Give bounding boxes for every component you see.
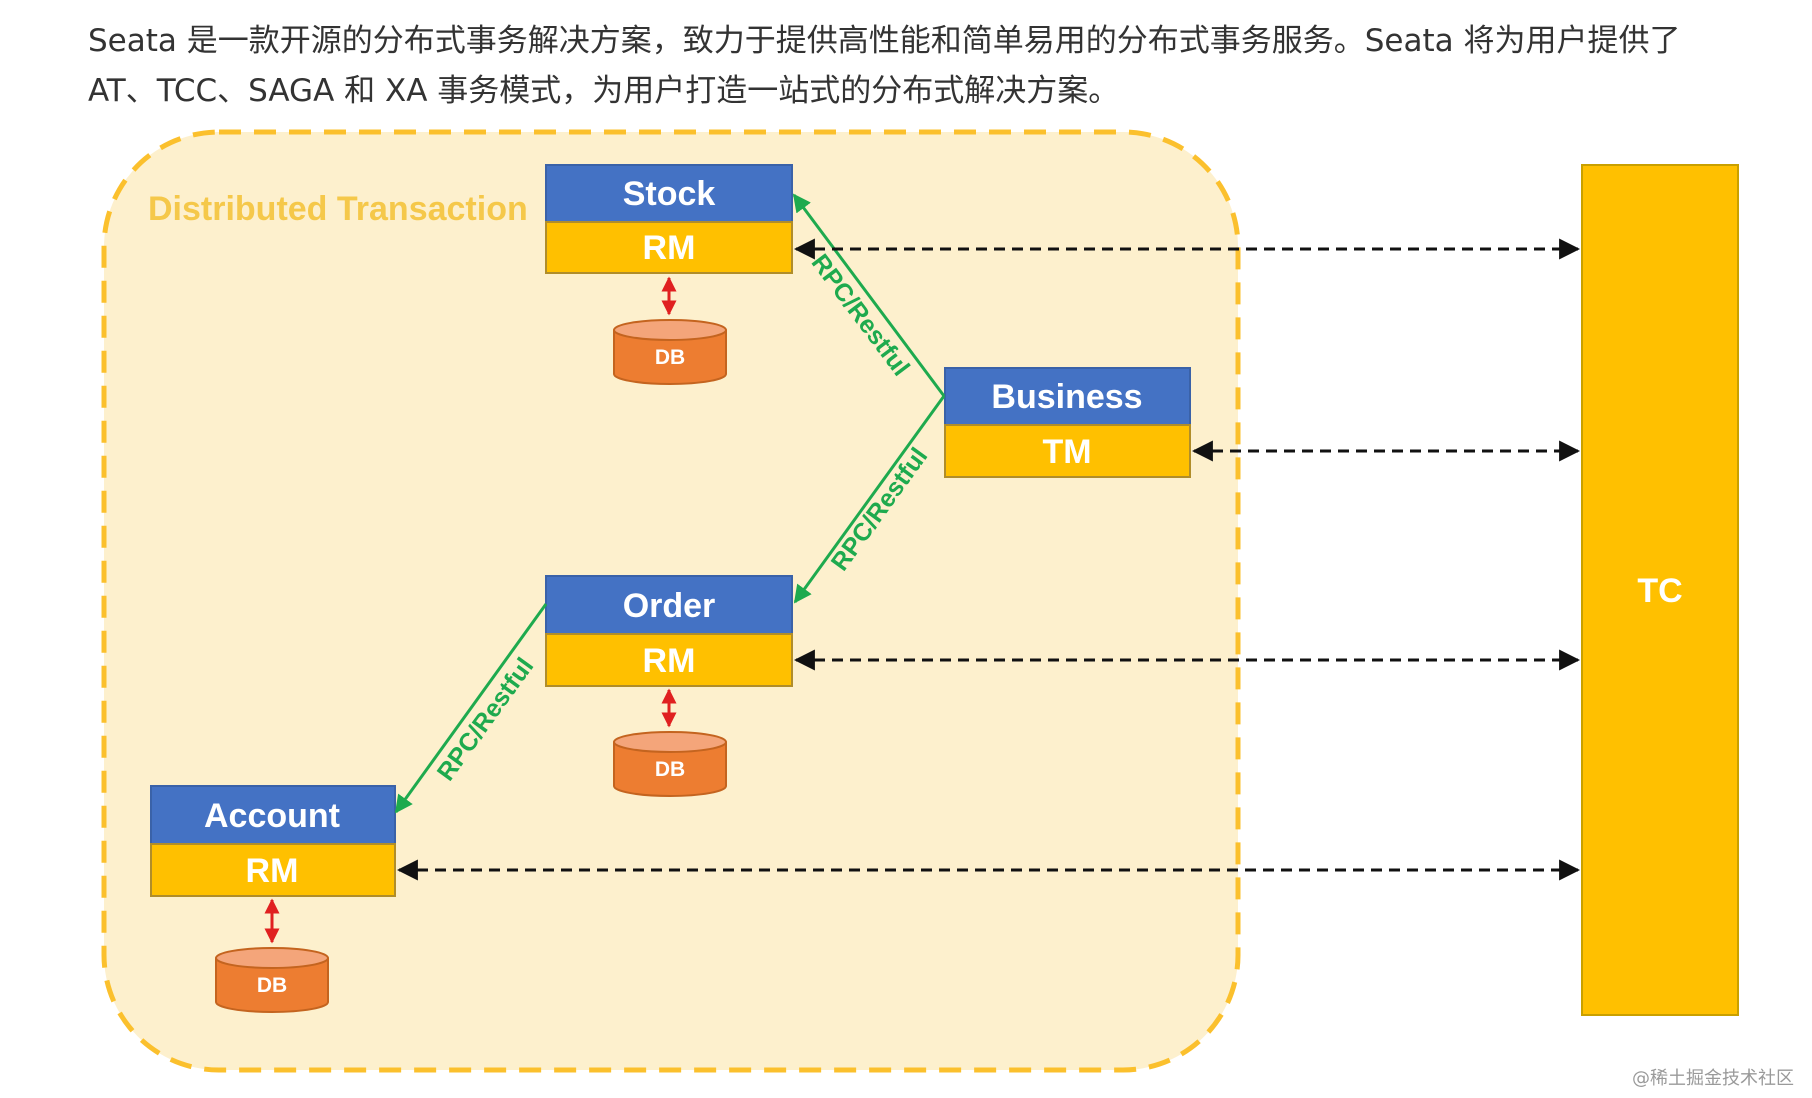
business-service: Business TM — [944, 367, 1191, 478]
stock-role: RM — [643, 229, 696, 267]
business-to-stock-arrow — [792, 193, 946, 397]
account-db-label: DB — [257, 974, 287, 997]
order-role: RM — [643, 642, 696, 680]
business-title: Business — [991, 378, 1142, 416]
account-role: RM — [246, 852, 299, 890]
order-rm — [545, 633, 793, 687]
account-service: Account RM — [150, 785, 396, 897]
stock-db: DB — [613, 319, 727, 385]
business-to-order-arrow — [793, 395, 946, 604]
order-service: Order RM — [545, 575, 793, 687]
account-db: DB — [215, 947, 329, 1013]
account-rm — [150, 843, 396, 897]
order-to-account-arrow — [394, 603, 548, 814]
account-title: Account — [204, 797, 340, 835]
tc-label: TC — [1637, 572, 1682, 610]
region-title: Distributed Transaction — [148, 190, 528, 228]
stock-title: Stock — [623, 175, 716, 213]
business-tm — [944, 424, 1191, 478]
intro-line-2: AT、TCC、SAGA 和 XA 事务模式，为用户打造一站式的分布式解决方案。 — [88, 73, 1120, 109]
watermark: @稀土掘金技术社区 — [1632, 1068, 1794, 1089]
order-title: Order — [623, 587, 716, 625]
intro-line-1: Seata 是一款开源的分布式事务解决方案，致力于提供高性能和简单易用的分布式事… — [88, 23, 1681, 59]
stock-rm — [545, 221, 793, 274]
order-db-label: DB — [655, 758, 685, 781]
stock-db-label: DB — [655, 346, 685, 369]
order-db: DB — [613, 731, 727, 797]
account-header — [150, 785, 396, 845]
intro-text: Seata 是一款开源的分布式事务解决方案，致力于提供高性能和简单易用的分布式事… — [88, 16, 1748, 116]
stock-header — [545, 164, 793, 223]
tc-box — [1581, 164, 1739, 1016]
stock-service: Stock RM — [545, 164, 793, 274]
business-role: TM — [1042, 433, 1091, 471]
business-header — [944, 367, 1191, 426]
